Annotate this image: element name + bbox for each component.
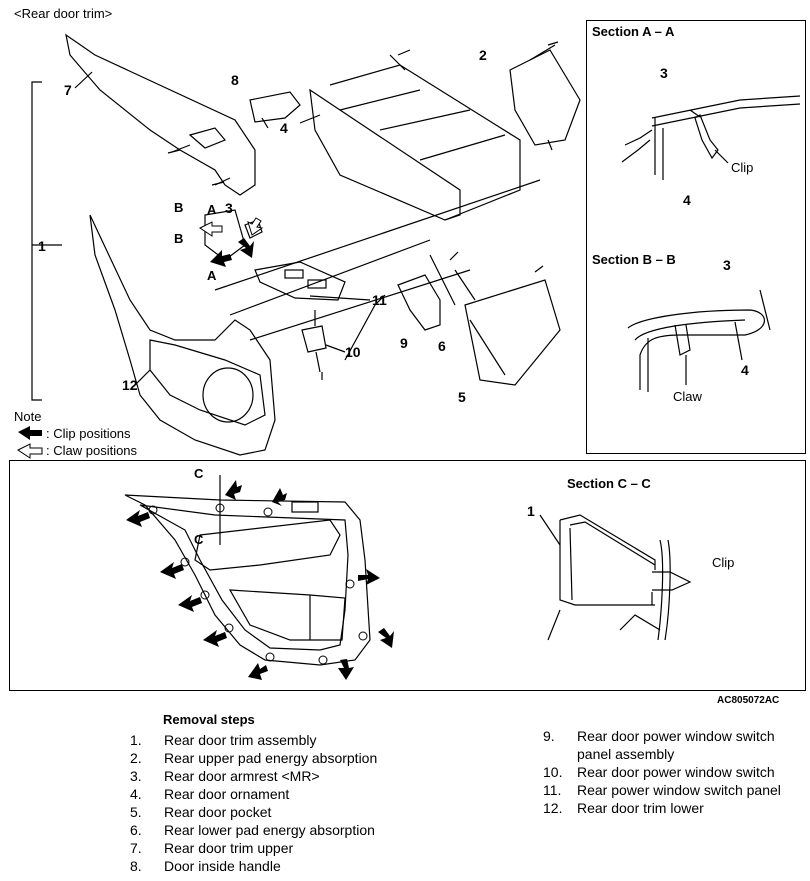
section-ab-box [586,20,806,454]
marker-c-bottom: C [194,532,204,547]
door-trim-outline [124,475,371,666]
removal-steps-heading: Removal steps [163,712,255,727]
door-pocket-shape [464,279,561,386]
window-switch-shape [301,325,327,353]
callout-6: 6 [438,338,446,354]
callout-12: 12 [122,377,138,393]
callout-5: 5 [458,389,466,405]
section-aa-label-4: 4 [683,192,691,208]
callout-4: 4 [280,120,288,136]
assembly-bracket [31,81,42,401]
callout-10: 10 [345,344,361,360]
section-cc-clip: Clip [712,555,735,570]
section-cc-drawing [539,514,692,641]
lower-pad-shape [397,274,441,331]
section-cc-title: Section C – C [567,476,651,491]
callout-3: 3 [225,200,233,216]
section-bb-claw: Claw [673,389,702,404]
screw-group [167,41,559,380]
upper-pad-shape [509,49,581,146]
section-bb-drawing [627,289,771,392]
section-aa-title: Section A – A [592,24,675,39]
section-bb-label-4: 4 [741,362,749,378]
trim-upper-shape [65,33,256,196]
marker-b-top: B [174,200,184,215]
callout-11: 11 [372,292,387,308]
clip-circles [148,503,368,665]
note-title: Note [14,409,42,424]
section-aa-label-3: 3 [660,65,668,81]
clip-arrow-icons [18,238,394,680]
claw-arrow-icons [17,217,264,459]
marker-a-top: A [207,202,217,217]
switch-panel-shape [254,261,346,301]
callout-1: 1 [38,238,46,254]
marker-c-top: C [194,466,204,481]
section-bb-title: Section B – B [592,252,676,267]
diagram-title: <Rear door trim> [14,6,113,21]
note-clip-positions: : Clip positions [46,426,131,441]
note-claw-positions: : Claw positions [46,443,138,458]
section-aa-drawing [621,95,801,180]
armrest-shape [204,209,246,261]
inside-handle-shape [249,91,301,123]
section-aa-clip: Clip [731,160,754,175]
callout-9: 9 [400,335,408,351]
callout-7: 7 [64,82,72,98]
marker-a-bottom: A [207,268,217,283]
marker-b-bottom: B [174,231,184,246]
section-bb-label-3: 3 [723,257,731,273]
callout-8: 8 [231,72,239,88]
trim-lower-shape [89,214,276,456]
section-c-box [9,460,806,691]
figure-code: AC805072AC [717,695,780,706]
callout-2: 2 [479,47,487,63]
section-cc-label-1: 1 [527,503,535,519]
